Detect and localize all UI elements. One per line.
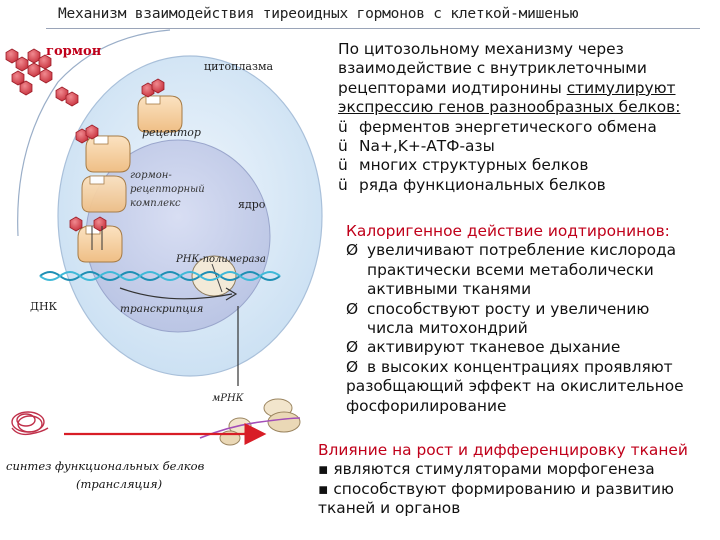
check-icon: ü <box>338 175 348 194</box>
check-item: ü многих структурных белков <box>338 156 720 175</box>
calorigenic-heading: Калоригенное действие иодтиронинов: <box>346 222 670 240</box>
transcription-label: транскрипция <box>120 303 203 315</box>
arrow-item-text: активируют тканевое дыхание <box>367 338 621 357</box>
nucleus-label: ядро <box>238 198 266 211</box>
check-item-text: многих структурных белков <box>359 156 589 175</box>
check-item: ü ферментов энергетического обмена <box>338 118 720 137</box>
arrow-item-cont: числа митохондрий <box>367 319 528 338</box>
square-item-text: способствуют формированию и развитию <box>333 479 674 498</box>
square-item-cont: тканей и органов <box>318 499 461 518</box>
arrow-item-cont: фосфорилирование <box>346 396 507 415</box>
stimulate-word: стимулируют <box>566 78 676 97</box>
block1-line: рецепторами иодтиронины стимулируют <box>338 79 720 98</box>
dna-bound-complex <box>69 216 123 263</box>
rna-polymerase-label: РНК-полимераза <box>175 254 266 265</box>
check-item: ü ряда функциональных белков <box>338 176 720 195</box>
title-underline <box>46 28 700 29</box>
check-icon: ü <box>338 117 348 136</box>
complex-label-line1: гормон- <box>130 170 172 181</box>
check-item-text: ферментов энергетического обмена <box>359 117 657 136</box>
growth-block: Влияние на рост и дифференцировку тканей… <box>318 441 700 519</box>
dna-helix <box>39 271 281 281</box>
block1-line3a: рецепторами иодтиронины <box>338 78 567 97</box>
arrow-bullet-icon: Ø <box>346 338 359 357</box>
square-item: ▪ способствуют формированию и развитию <box>318 480 700 499</box>
hormone-label: гормон <box>46 44 102 59</box>
growth-heading: Влияние на рост и дифференцировку тканей <box>318 441 688 459</box>
block1-line: По цитозольному механизму через <box>338 40 624 58</box>
block1-line: экспрессию генов разнообразных белков: <box>338 98 681 117</box>
block1-line: взаимодействие с внутриклеточными <box>338 59 647 78</box>
square-item: ▪ являются стимуляторами морфогенеза <box>318 460 700 479</box>
transcription-arrow <box>119 287 238 301</box>
square-bullet-icon: ▪ <box>318 479 329 498</box>
arrow-item-cont: активными тканями <box>367 280 532 299</box>
square-bullet-icon: ▪ <box>318 460 329 479</box>
square-item-text: являются стимуляторами морфогенеза <box>333 460 655 479</box>
check-icon: ü <box>338 156 348 175</box>
arrow-bullet-icon: Ø <box>346 299 359 318</box>
mechanism-diagram: гормон цитоплазма рецептор гормон- рецеп… <box>5 29 323 491</box>
synthesis-label: синтез функциональных белков <box>6 459 205 473</box>
complex-label-line2: рецепторный <box>130 184 205 195</box>
receptor-label: рецептор <box>142 126 201 139</box>
arrow-item-cont: практически всеми метаболически <box>367 260 654 279</box>
arrow-item-text: увеличивают потребление кислорода <box>367 241 677 260</box>
cytoplasm-label: цитоплазма <box>204 60 274 73</box>
arrow-item-text: способствуют росту и увеличению <box>367 299 650 318</box>
arrow-item-cont: разобщающий эффект на окислительное <box>346 377 684 396</box>
cytosolic-mechanism-block: По цитозольному механизму через взаимоде… <box>338 40 720 195</box>
arrow-bullet-icon: Ø <box>346 241 359 260</box>
dna-label: ДНК <box>30 300 58 313</box>
arrow-bullet-icon: Ø <box>346 357 359 376</box>
check-item-text: ряда функциональных белков <box>359 175 606 194</box>
ribosome <box>199 398 301 446</box>
check-item: ü Na+,K+-АТФ-азы <box>338 137 720 156</box>
check-item-text: Na+,K+-АТФ-азы <box>359 137 495 156</box>
mrna-label: мРНК <box>212 393 244 404</box>
check-icon: ü <box>338 137 348 156</box>
protein-coil <box>11 411 49 436</box>
arrow-item-text: в высоких концентрациях проявляют <box>367 357 673 376</box>
page-title: Механизм взаимодействия тиреоидных гормо… <box>58 6 579 22</box>
complex-label-line3: комплекс <box>130 198 181 209</box>
translation-label: (трансляция) <box>76 477 162 491</box>
membrane-arc <box>17 29 171 237</box>
